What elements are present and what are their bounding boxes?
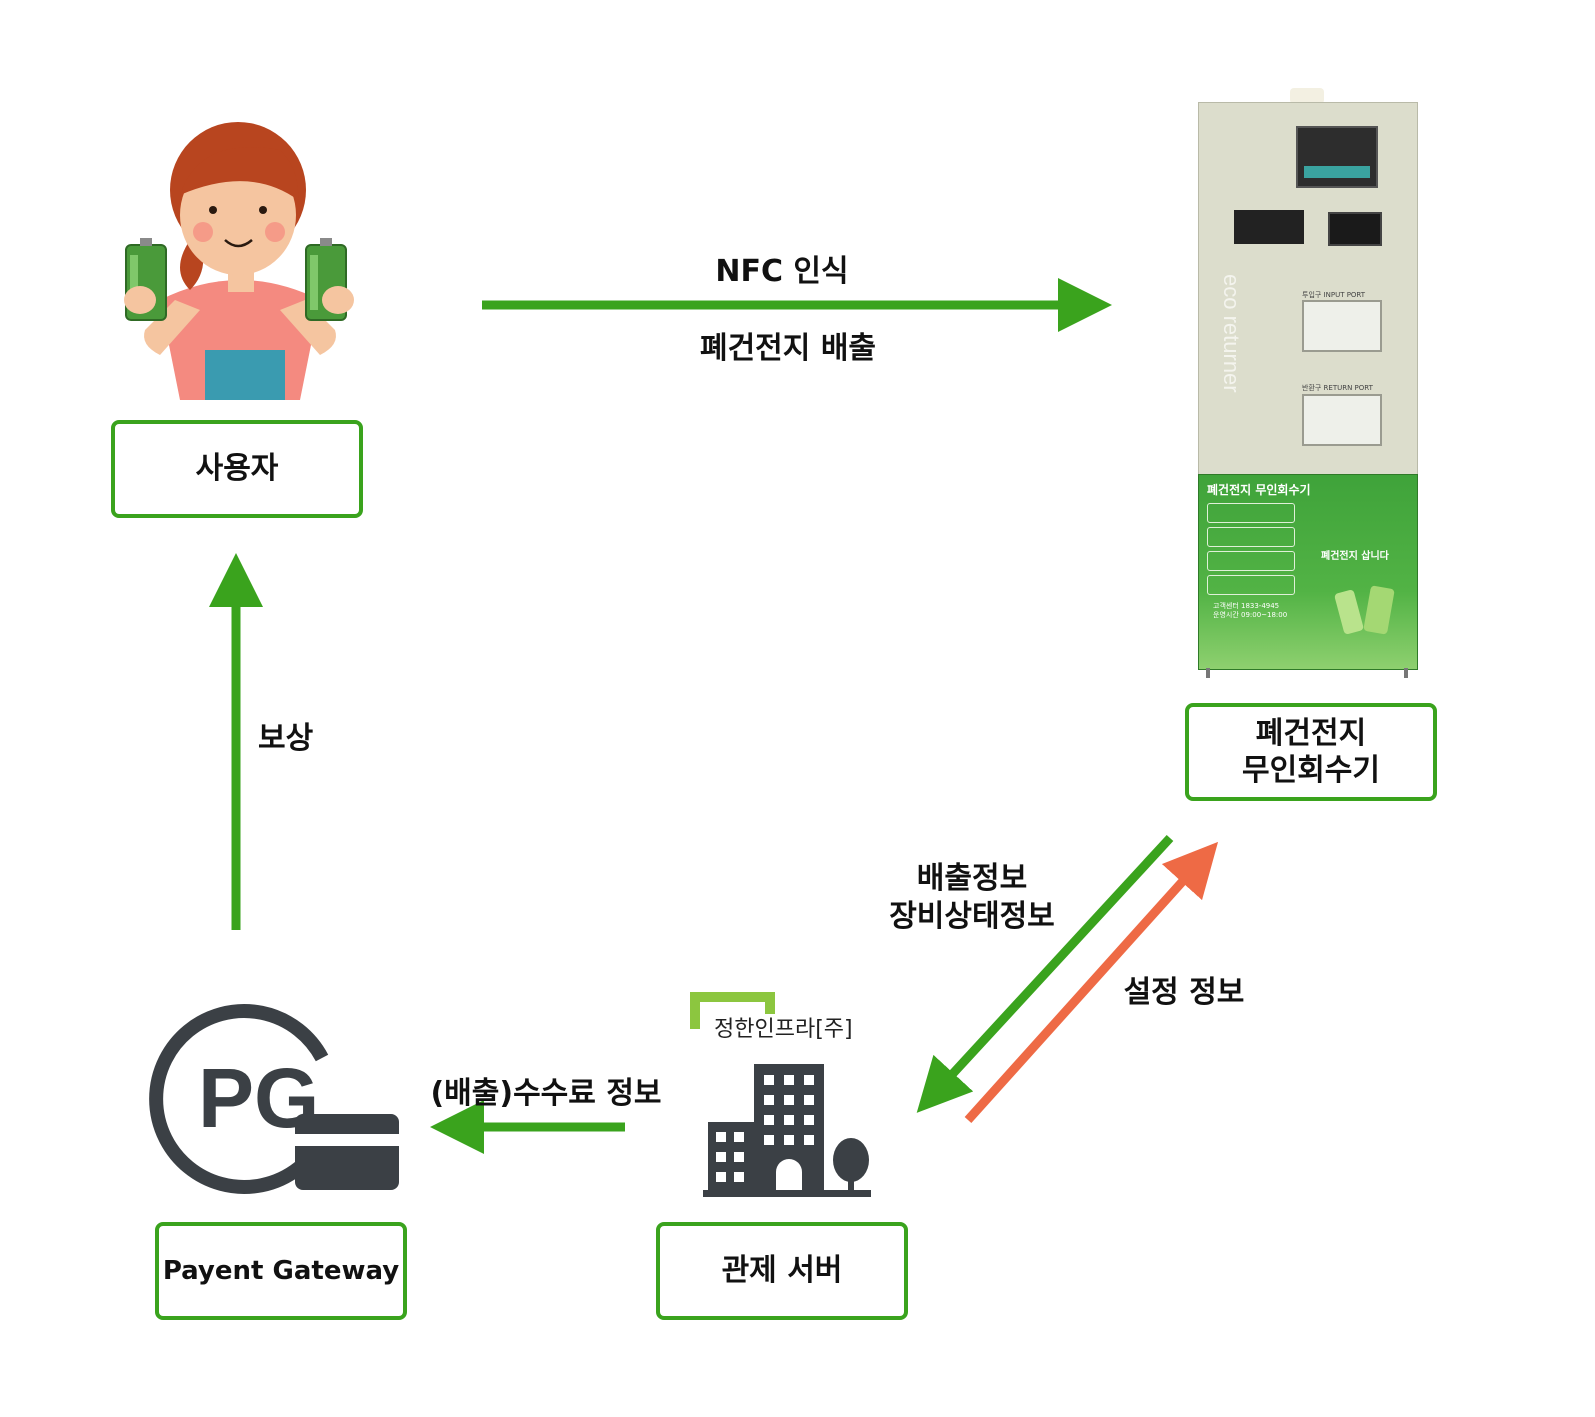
edge-label-info: 배출정보 장비상태정보 <box>862 860 1082 935</box>
node-pg: Payent Gateway <box>155 1222 407 1320</box>
edge-label-settings: 설정 정보 <box>1123 975 1245 1010</box>
input-port-label: 투입구 INPUT PORT <box>1302 291 1366 299</box>
node-pg-label: Payent Gateway <box>162 1255 400 1286</box>
node-machine: 폐건전지 무인회수기 <box>1185 703 1437 801</box>
node-user: 사용자 <box>111 420 363 518</box>
arrow-machine-to-server <box>916 834 1174 1113</box>
machine-hours: 운영시간 09:00~18:00 <box>1213 611 1288 619</box>
machine-screen <box>1296 126 1378 188</box>
machine-contact: 고객센터 1833-4945 <box>1213 602 1280 610</box>
node-server-label: 관제 서버 <box>721 1253 843 1289</box>
edge-label-discharge: 폐건전지 배출 <box>699 331 877 366</box>
node-machine-label-line2: 무인회수기 <box>1242 753 1380 788</box>
node-server: 관제 서버 <box>656 1222 908 1320</box>
edge-label-nfc: NFC 인식 <box>715 254 849 289</box>
machine-header: 폐건전지 무인회수기 <box>1207 483 1311 497</box>
machine-slogan: 폐건전지 삽니다 <box>1321 551 1389 562</box>
machine-panel: 폐건전지 무인회수기 폐건전지 삽니다 고객센터 1833-4945 운영시간 … <box>1198 474 1418 670</box>
edge-label-info-line1: 배출정보 <box>916 861 1028 896</box>
input-port <box>1302 300 1382 352</box>
edge-label-fee: (배출)수수료 정보 <box>430 1076 662 1111</box>
return-port <box>1302 394 1382 446</box>
node-machine-label-line1: 폐건전지 <box>1255 715 1367 751</box>
arrow-server-to-machine <box>964 841 1219 1124</box>
node-user-label: 사용자 <box>195 451 279 487</box>
return-port-label: 반환구 RETURN PORT <box>1302 384 1373 392</box>
machine-illustration: eco returner 투입구 INPUT PORT 반환구 RETURN P… <box>1198 88 1418 683</box>
machine-brand: eco returner <box>1219 274 1244 393</box>
edge-label-reward: 보상 <box>258 721 314 756</box>
edge-label-info-line2: 장비상태정보 <box>889 898 1055 934</box>
